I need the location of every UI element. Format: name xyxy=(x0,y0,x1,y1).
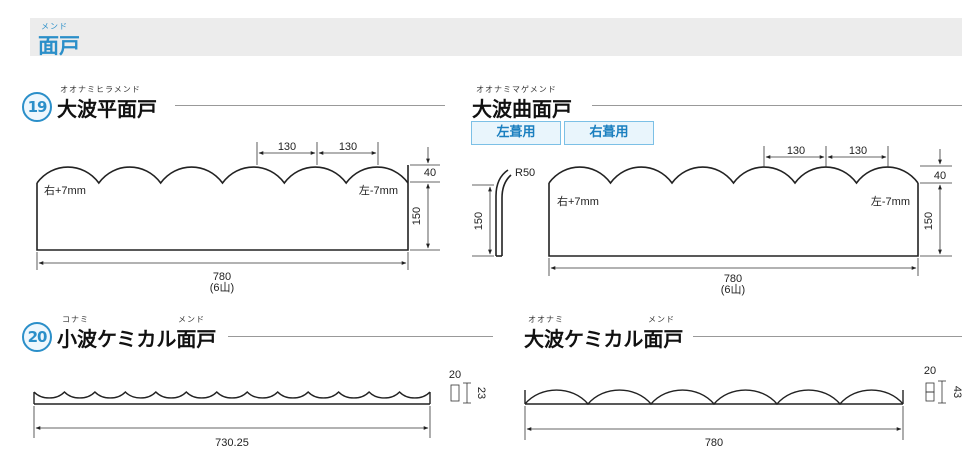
curved-side-height: 150 xyxy=(473,212,485,230)
curved-pitch-a: 130 xyxy=(787,145,805,157)
item-number-badge: 20 xyxy=(22,322,52,352)
curved-mendo-drawing xyxy=(548,166,919,257)
large-chemical-drawing xyxy=(524,389,904,406)
curved-left-note: 左-7mm xyxy=(871,195,910,208)
item-ruby-right: メンド xyxy=(648,315,675,324)
flat-pitch-b: 130 xyxy=(339,141,357,153)
right-roof-button[interactable]: 右葺用 xyxy=(564,121,654,145)
small-chemical-drawing xyxy=(33,390,431,405)
item-number-badge: 19 xyxy=(22,92,52,122)
item-ruby-left: オオナミ xyxy=(528,315,564,324)
large-thickness-2: 43 xyxy=(951,386,963,398)
curved-radius: R50 xyxy=(515,167,535,179)
large-thickness-1: 20 xyxy=(924,365,936,377)
left-roof-button[interactable]: 左葺用 xyxy=(471,121,561,145)
divider-line xyxy=(693,336,962,337)
item-title: 大波曲面戸 xyxy=(472,97,572,121)
flat-height-body: 150 xyxy=(411,207,423,225)
curved-width: 780 xyxy=(724,273,742,285)
flat-mendo-drawing xyxy=(36,165,409,251)
curved-pitch-b: 130 xyxy=(849,145,867,157)
curved-height-body: 150 xyxy=(923,212,935,230)
small-thickness-2: 23 xyxy=(475,387,487,399)
curved-wave-outline xyxy=(548,166,919,185)
flat-wave-outline xyxy=(36,166,409,185)
divider-line xyxy=(592,105,962,106)
large-wave-top xyxy=(524,389,904,406)
flat-height-top: 40 xyxy=(424,167,436,179)
flat-right-note: 右+7mm xyxy=(44,183,86,197)
divider-line xyxy=(175,105,445,106)
section-band xyxy=(30,18,962,56)
curved-count: (6山) xyxy=(721,283,745,296)
flat-pitch-a: 130 xyxy=(278,141,296,153)
small-wave-top xyxy=(33,390,431,399)
large-width: 780 xyxy=(705,437,723,449)
item-ruby: オオナミヒラメンド xyxy=(60,85,141,94)
flat-width: 780 xyxy=(213,271,231,283)
flat-count: (6山) xyxy=(210,281,234,294)
flat-left-note: 左-7mm xyxy=(359,184,398,197)
small-thickness-1: 20 xyxy=(449,369,461,381)
item-ruby: オオナミマゲメンド xyxy=(476,85,557,94)
item-title: 大波平面戸 xyxy=(57,97,157,121)
small-width: 730.25 xyxy=(215,437,249,449)
divider-line xyxy=(228,336,493,337)
curved-side-profile xyxy=(495,169,512,257)
item-title: 大波ケミカル面戸 xyxy=(524,327,684,351)
flat-body xyxy=(36,165,409,251)
section-title: 面戸 xyxy=(38,34,80,58)
section-ruby: メンド xyxy=(41,22,68,31)
item-ruby-right: メンド xyxy=(178,315,205,324)
curved-height-top: 40 xyxy=(934,170,946,182)
item-ruby-left: コナミ xyxy=(62,315,89,324)
curved-body xyxy=(548,183,919,257)
item-title: 小波ケミカル面戸 xyxy=(57,327,217,351)
curved-right-note: 右+7mm xyxy=(557,194,599,208)
